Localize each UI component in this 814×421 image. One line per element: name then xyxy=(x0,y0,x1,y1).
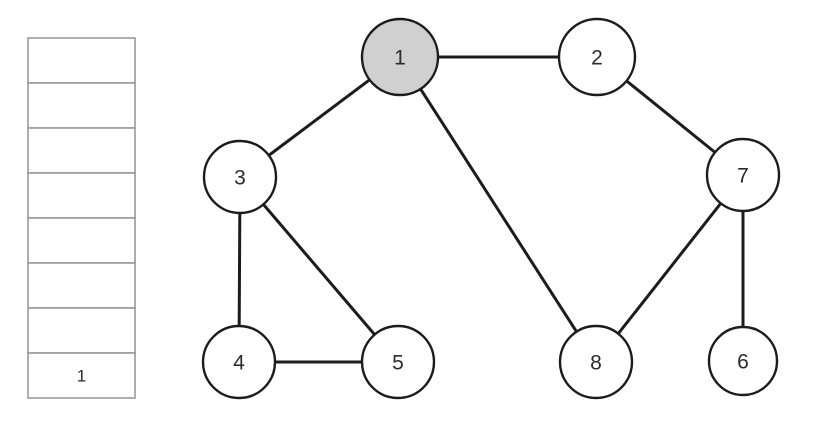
graph-node-label: 7 xyxy=(737,165,749,188)
graph-edge xyxy=(624,79,717,155)
graph-node[interactable]: 1 xyxy=(360,17,440,97)
graph-edge xyxy=(616,201,723,336)
stack-cell-box[interactable] xyxy=(27,352,136,399)
graph-node-circle[interactable] xyxy=(557,17,637,97)
graph-node[interactable]: 2 xyxy=(557,17,637,97)
graph-node-circle[interactable] xyxy=(707,325,779,397)
graph-node-circle[interactable] xyxy=(705,137,781,213)
graph-edge xyxy=(418,87,579,334)
graph-node-label: 8 xyxy=(590,352,602,375)
stack-cell[interactable] xyxy=(27,307,136,354)
graph-node-circle[interactable] xyxy=(558,324,634,400)
graph-node[interactable]: 6 xyxy=(707,325,779,397)
graph-node[interactable]: 5 xyxy=(360,324,436,400)
graph-node-label: 2 xyxy=(591,47,603,70)
graph-node-circle[interactable] xyxy=(360,17,440,97)
stack-cell-value: 1 xyxy=(77,367,86,386)
graph-node-circle[interactable] xyxy=(201,324,277,400)
stack-cell[interactable]: 1 xyxy=(27,352,136,399)
graph-node[interactable]: 3 xyxy=(202,139,278,215)
graph-nodes: 1 2 3 7 4 5 8 6 xyxy=(201,17,781,400)
stack-cell-box[interactable] xyxy=(27,127,136,174)
stack-cell-box[interactable] xyxy=(27,172,136,219)
stack-cell[interactable] xyxy=(27,262,136,309)
stack-cell-box[interactable] xyxy=(27,262,136,309)
stack-cell-box[interactable] xyxy=(27,82,136,129)
graph-edge xyxy=(261,202,377,337)
graph-node-label: 4 xyxy=(233,352,245,375)
stack-cell-box[interactable] xyxy=(27,307,136,354)
stack-cell[interactable] xyxy=(27,217,136,264)
graph-node-label: 1 xyxy=(394,47,406,70)
graph-edge xyxy=(237,211,242,328)
graph-edges xyxy=(237,55,745,364)
graph-node[interactable]: 7 xyxy=(705,137,781,213)
graph-node-circle[interactable] xyxy=(360,324,436,400)
graph-edge xyxy=(267,77,372,158)
stack-cell[interactable] xyxy=(27,127,136,174)
stack-cell-box[interactable] xyxy=(27,217,136,264)
graph-node-label: 5 xyxy=(392,352,404,375)
graph-node[interactable]: 4 xyxy=(201,324,277,400)
stack-container: 1 xyxy=(27,37,136,399)
graph-node-circle[interactable] xyxy=(202,139,278,215)
stack-cell[interactable] xyxy=(27,37,136,84)
stack-cell[interactable] xyxy=(27,172,136,219)
stack-cell-box[interactable] xyxy=(27,37,136,84)
graph-node-label: 3 xyxy=(234,167,246,190)
stack-cell[interactable] xyxy=(27,82,136,129)
graph-node[interactable]: 8 xyxy=(558,324,634,400)
graph-node-label: 6 xyxy=(737,351,749,374)
